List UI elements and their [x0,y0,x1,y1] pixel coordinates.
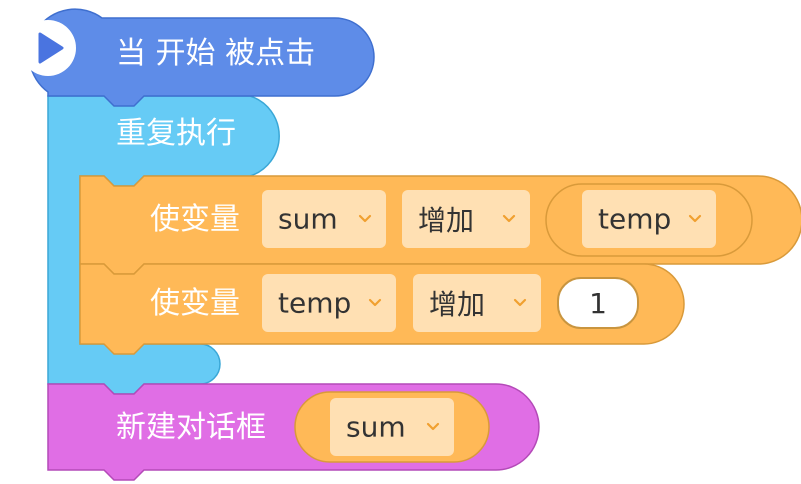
chevron-down-icon [358,214,372,223]
change-variable-label-1: 使变量 [150,202,240,237]
variable-dropdown-sum[interactable]: sum [262,190,386,248]
variable-dropdown-text: temp [278,286,352,320]
operation-dropdown-text: 增加 [418,204,475,237]
chevron-down-icon [426,422,440,431]
chevron-down-icon [513,298,527,307]
chevron-down-icon [502,214,516,223]
play-icon [20,20,76,76]
variable-dropdown-text: temp [598,202,672,236]
variable-dropdown-temp[interactable]: temp [582,190,716,248]
variable-dropdown-text: sum [346,410,406,444]
new-dialog-label: 新建对话框 [116,410,266,445]
variable-dropdown-text: sum [278,202,338,236]
variable-dropdown-temp[interactable]: temp [262,274,396,332]
operation-dropdown-increase[interactable]: 增加 [402,190,530,248]
variable-dropdown-sum[interactable]: sum [330,398,454,456]
change-variable-label-2: 使变量 [150,286,240,321]
number-input[interactable]: 1 [557,277,639,329]
chevron-down-icon [368,298,382,307]
chevron-down-icon [688,214,702,223]
repeat-block-label: 重复执行 [116,116,236,151]
operation-dropdown-text: 增加 [429,288,486,321]
hat-block-label: 当 开始 被点击 [116,36,316,71]
operation-dropdown-increase[interactable]: 增加 [413,274,541,332]
